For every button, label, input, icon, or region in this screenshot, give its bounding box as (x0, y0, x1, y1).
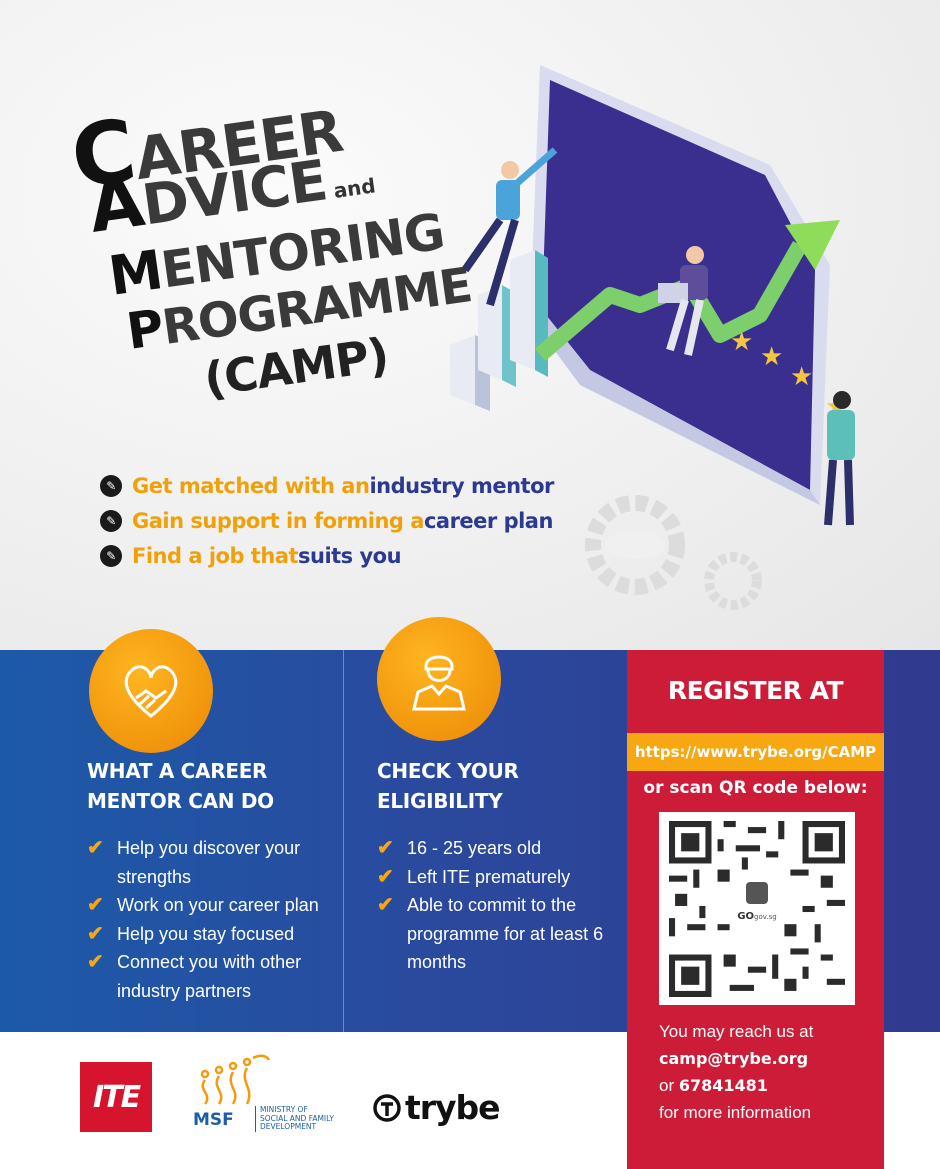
msf-logo: MSF MINISTRY OF SOCIAL AND FAMILY DEVELO… (193, 1052, 363, 1142)
check-icon: ✔ (377, 865, 394, 888)
footer-edge (884, 1032, 940, 1169)
scan-instruction: or scan QR code below: (643, 778, 868, 798)
list-item: ✔16 - 25 years old (377, 834, 617, 863)
pencil-icon: ✎ (100, 474, 122, 497)
register-heading: REGISTER AT (667, 676, 844, 705)
svg-text:★: ★ (760, 342, 783, 372)
contact-email[interactable]: camp@trybe.org (659, 1049, 809, 1068)
register-link[interactable]: https://www.trybe.org/CAMP (627, 733, 884, 771)
mentor-column: WHAT A CAREER MENTOR CAN DO ✔Help you di… (87, 756, 337, 1005)
list-item: ✔Left ITE prematurely (377, 863, 617, 892)
mentor-heading: WHAT A CAREER MENTOR CAN DO (87, 759, 274, 813)
check-icon: ✔ (377, 837, 394, 859)
check-icon: ✔ (87, 837, 104, 859)
career-growth-illustration: ★ ★ ★ ★ (450, 65, 855, 610)
msf-figures-icon (200, 1054, 271, 1105)
eligibility-list: ✔16 - 25 years old ✔Left ITE prematurely… (377, 834, 617, 977)
contact-info: You may reach us at camp@trybe.org or 67… (659, 1022, 814, 1122)
list-item: ✔Help you stay focused (87, 920, 337, 949)
svg-text:★: ★ (730, 327, 753, 357)
qr-pattern (669, 820, 845, 997)
check-icon: ✔ (87, 894, 104, 916)
svg-text:★: ★ (790, 362, 813, 392)
eligibility-column: CHECK YOUR ELIGIBILITY ✔16 - 25 years ol… (377, 756, 617, 977)
benefit-item: ✎ Get matched with an industry mentor (100, 468, 554, 503)
contact-phone[interactable]: 67841481 (678, 1076, 768, 1095)
benefit-item: ✎ Find a job that suits you (100, 538, 554, 573)
check-icon: ✔ (377, 894, 394, 916)
column-divider (343, 650, 344, 1032)
trybe-symbol-icon (373, 1093, 401, 1122)
gogov-logo: GOgov.sg (737, 882, 777, 934)
benefits-list: ✎ Get matched with an industry mentor ✎ … (100, 468, 554, 573)
qr-code[interactable]: GOgov.sg (659, 812, 855, 1005)
handshake-heart-icon (89, 629, 213, 753)
person-icon (377, 617, 501, 741)
trybe-logo: trybe (372, 1088, 501, 1127)
title-and: and (332, 173, 378, 203)
check-icon: ✔ (87, 922, 104, 945)
hero-section: CAREER ADVICEand MENTORING PROGRAMME (CA… (0, 0, 940, 650)
mentor-list: ✔Help you discover your strengths ✔Work … (87, 834, 337, 1005)
benefit-item: ✎ Gain support in forming a career plan (100, 503, 554, 538)
ite-logo: ITE (80, 1062, 152, 1132)
pencil-icon: ✎ (100, 509, 122, 532)
list-item: ✔Help you discover your strengths (87, 834, 337, 891)
title-initial-m: M (104, 238, 166, 308)
list-item: ✔Work on your career plan (87, 891, 337, 920)
register-panel: REGISTER AT https://www.trybe.org/CAMP o… (627, 650, 884, 1169)
eligibility-heading: CHECK YOUR ELIGIBILITY (377, 759, 519, 813)
check-icon: ✔ (87, 951, 104, 973)
pencil-icon: ✎ (100, 544, 122, 567)
list-item: ✔Connect you with other industry partner… (87, 948, 337, 1005)
list-item: ✔Able to commit to the programme for at … (377, 891, 617, 977)
